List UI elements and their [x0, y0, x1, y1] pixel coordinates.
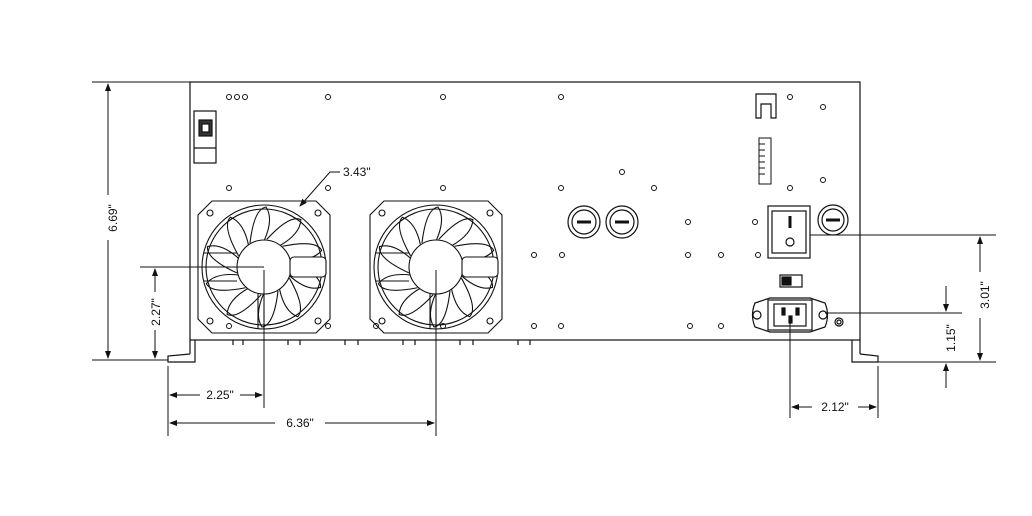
dim-fan-diameter: 3.43" — [343, 165, 371, 179]
usb-port-icon — [193, 110, 217, 164]
dim-fan1-offset: 2.25" — [206, 388, 234, 402]
fan-icon — [369, 200, 503, 334]
dim-inlet-offset: 2.12" — [821, 400, 849, 414]
dim-fan-center-height: 2.27" — [149, 298, 163, 326]
connector-icon — [755, 93, 777, 119]
dim-switch-height: 3.01" — [978, 281, 992, 309]
dimension-lines — [92, 81, 996, 436]
fuse-holder-icon — [817, 204, 849, 236]
fuse-holder-icon — [567, 205, 639, 239]
dim-height-overall: 6.69" — [106, 204, 120, 232]
dim-inlet-height: 1.15" — [944, 324, 958, 352]
mounting-holes — [226, 94, 826, 329]
dip-switch-icon — [758, 137, 772, 185]
enclosure — [167, 81, 879, 363]
breaker-icon — [779, 274, 803, 288]
ac-inlet-icon — [751, 297, 844, 333]
power-switch-icon — [767, 205, 811, 259]
dim-fan2-offset: 6.36" — [286, 416, 314, 430]
